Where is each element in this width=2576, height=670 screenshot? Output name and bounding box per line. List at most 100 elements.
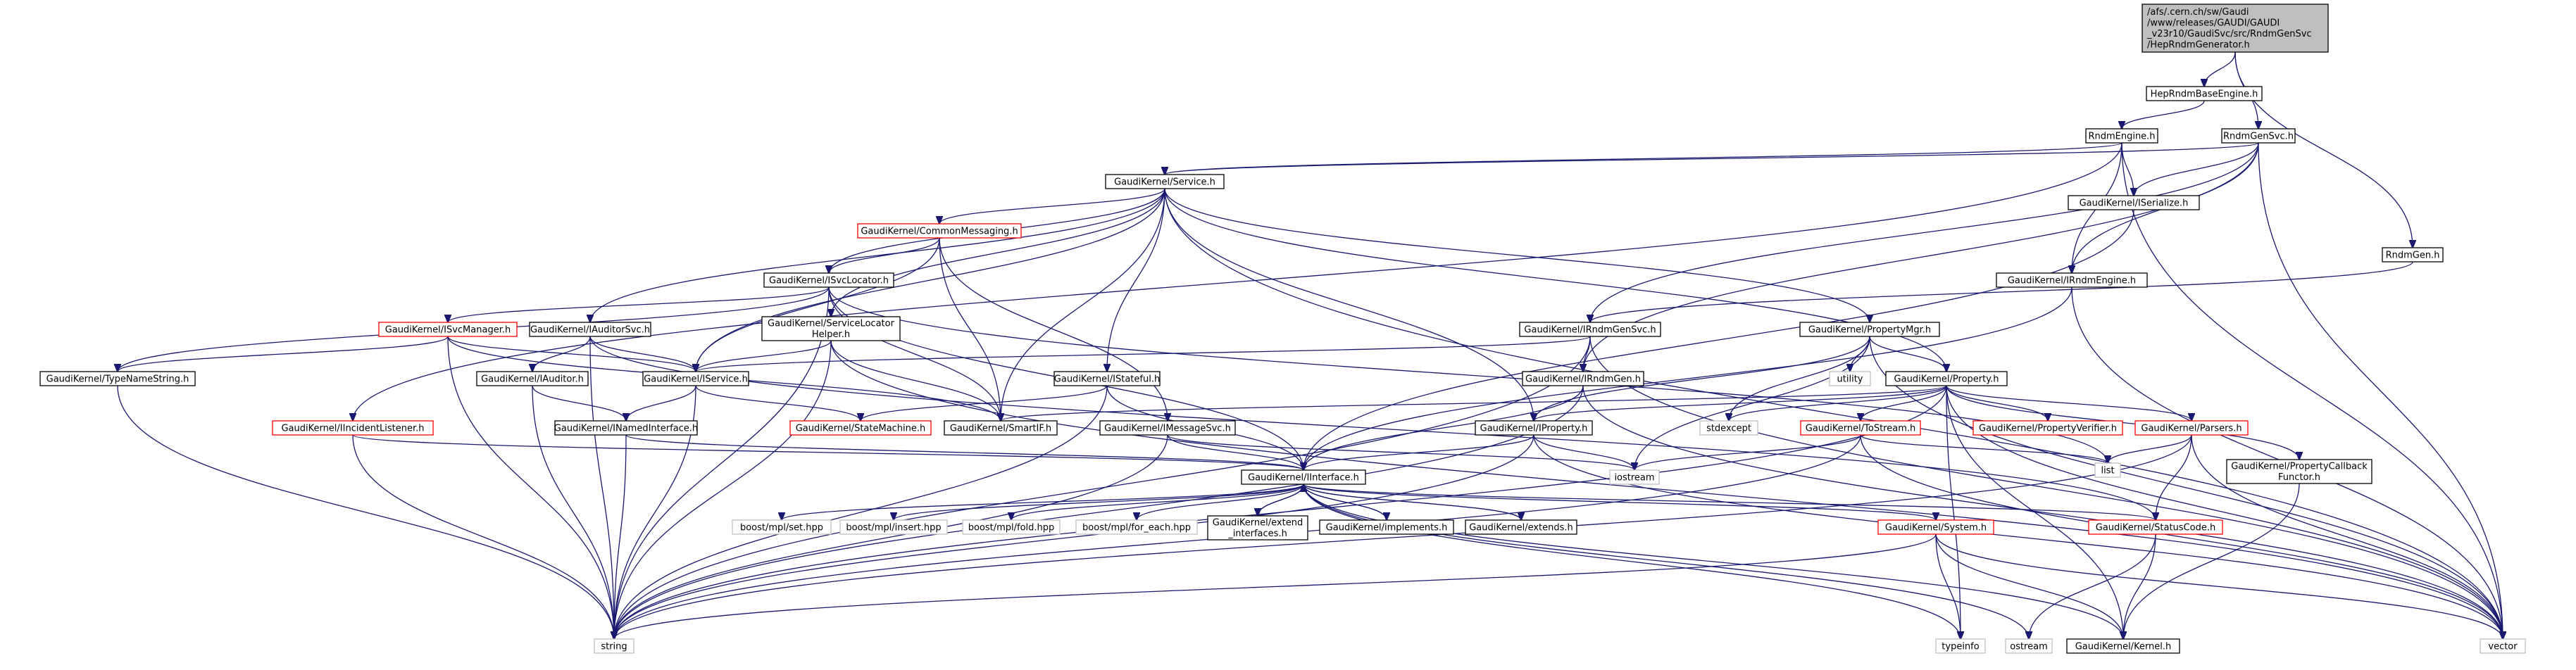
node-kernel[interactable]: GaudiKernel/Kernel.h	[2066, 638, 2180, 654]
edge-iinterface-to-status_code	[1303, 483, 2156, 520]
node-box	[476, 371, 589, 386]
node-status_code[interactable]: GaudiKernel/StatusCode.h	[2088, 519, 2223, 535]
node-iservice[interactable]: GaudiKernel/IService.h	[642, 371, 749, 386]
node-label-line: GaudiKernel/implements.h	[1326, 522, 1448, 533]
node-label-line: GaudiKernel/System.h	[1885, 522, 1987, 533]
node-box	[2221, 128, 2296, 144]
node-box	[594, 638, 634, 654]
node-isvclocator[interactable]: GaudiKernel/ISvcLocator.h	[763, 272, 894, 288]
node-label-line: GaudiKernel/IRndmEngine.h	[2008, 275, 2136, 286]
node-label-line: GaudiKernel/CommonMessaging.h	[861, 226, 1018, 236]
node-label-line: utility	[1837, 374, 1863, 384]
node-isvcmanager[interactable]: GaudiKernel/ISvcManager.h	[378, 322, 518, 337]
edge-service-to-property	[1164, 188, 1946, 372]
node-label-line: GaudiKernel/IRndmGenSvc.h	[1524, 324, 1656, 335]
node-iinterface[interactable]: GaudiKernel/IInterface.h	[1241, 469, 1366, 485]
edge-iauditorsvc-to-iauditor	[532, 336, 591, 372]
node-iostream: iostream	[1609, 469, 1660, 485]
node-string: string	[594, 638, 634, 654]
node-label-line: GaudiKernel/Property.h	[1894, 374, 1999, 384]
node-irndm_gen_svc[interactable]: GaudiKernel/IRndmGenSvc.h	[1519, 322, 1661, 337]
edge-rndm_gen_svc-to-vector	[2258, 142, 2503, 639]
node-irndm_engine[interactable]: GaudiKernel/IRndmEngine.h	[1996, 272, 2148, 288]
node-box	[1799, 322, 1940, 337]
node-utility: utility	[1829, 371, 1871, 386]
edge-property-to-smartif	[1001, 385, 1947, 421]
node-box	[2066, 638, 2180, 654]
node-property_mgr[interactable]: GaudiKernel/PropertyMgr.h	[1799, 322, 1940, 337]
node-box	[732, 519, 832, 535]
node-extends[interactable]: GaudiKernel/extends.h	[1465, 519, 1577, 535]
node-irndm_gen[interactable]: GaudiKernel/IRndmGen.h	[1522, 371, 1644, 386]
node-label-line: GaudiKernel/ISerialize.h	[2080, 198, 2189, 208]
node-boost_insert: boost/mpl/insert.hpp	[839, 519, 948, 535]
node-common_messaging[interactable]: GaudiKernel/CommonMessaging.h	[857, 223, 1022, 239]
node-service[interactable]: GaudiKernel/Service.h	[1105, 174, 1225, 189]
edge-service-to-smartif	[1001, 188, 1165, 421]
node-label-line: GaudiKernel/IStateful.h	[1054, 374, 1160, 384]
node-box	[2142, 4, 2329, 53]
edge-property-to-iproperty	[1534, 385, 1947, 421]
node-box	[1053, 371, 1161, 386]
edge-iservice-to-state_machine	[695, 385, 861, 421]
node-type_name_string[interactable]: GaudiKernel/TypeNameString.h	[39, 371, 196, 386]
node-state_machine[interactable]: GaudiKernel/StateMachine.h	[789, 420, 932, 436]
node-label-line: stdexcept	[1706, 423, 1751, 434]
edge-common_messaging-to-imessage_svc	[939, 237, 1168, 421]
edge-service-to-service_locator_helper	[831, 188, 1165, 317]
node-implements[interactable]: GaudiKernel/implements.h	[1319, 519, 1454, 535]
node-label-line: GaudiKernel/SmartIF.h	[950, 423, 1051, 434]
node-property_verifier[interactable]: GaudiKernel/PropertyVerifier.h	[1972, 420, 2123, 436]
node-box	[378, 322, 518, 337]
edge-irndm_engine-to-iinterface	[1303, 286, 2072, 470]
edge-service-to-vector	[1164, 188, 2503, 639]
edge-service-to-common_messaging	[939, 188, 1165, 224]
node-iauditorsvc[interactable]: GaudiKernel/IAuditorSvc.h	[529, 322, 651, 337]
node-iincident_listener[interactable]: GaudiKernel/IIncidentListener.h	[272, 420, 434, 436]
node-box	[1075, 519, 1198, 535]
node-label-line: RndmGen.h	[2386, 250, 2440, 260]
node-box	[1609, 469, 1660, 485]
node-hep_base[interactable]: HepRndmBaseEngine.h	[2146, 86, 2263, 101]
node-extend_interfaces[interactable]: GaudiKernel/extend_interfaces.h	[1207, 515, 1308, 541]
edge-property_mgr-to-stdexcept	[1729, 336, 1870, 421]
node-system_h[interactable]: GaudiKernel/System.h	[1877, 519, 1994, 535]
node-label-line: GaudiKernel/extends.h	[1469, 522, 1573, 533]
node-parsers[interactable]: GaudiKernel/Parsers.h	[2134, 420, 2249, 436]
node-rndm_gen[interactable]: RndmGen.h	[2382, 247, 2444, 263]
node-iproperty[interactable]: GaudiKernel/IProperty.h	[1475, 420, 1593, 436]
node-root[interactable]: /afs/.cern.ch/sw/Gaudi/www/releases/GAUD…	[2142, 4, 2329, 53]
node-istateful[interactable]: GaudiKernel/IStateful.h	[1053, 371, 1161, 386]
edge-parsers-to-vector	[2191, 434, 2503, 639]
node-label-line: GaudiKernel/IProperty.h	[1480, 423, 1588, 434]
edge-extends-to-iinterface	[1303, 484, 1522, 521]
edge-rndm_engine-to-vector	[2121, 142, 2503, 639]
node-label-line: GaudiKernel/ToStream.h	[1806, 423, 1915, 434]
node-imessage_svc[interactable]: GaudiKernel/IMessageSvc.h	[1099, 420, 1236, 436]
node-label-line: GaudiKernel/IService.h	[644, 374, 748, 384]
node-iserialize[interactable]: GaudiKernel/ISerialize.h	[2068, 195, 2200, 210]
node-label-line: GaudiKernel/Service.h	[1114, 177, 1215, 187]
node-rndm_engine[interactable]: RndmEngine.h	[2085, 128, 2158, 144]
edge-iservice-to-inamed_interface	[626, 385, 696, 421]
edge-iserialize-to-iinterface	[1303, 209, 2134, 470]
node-label-line: GaudiKernel/ISvcLocator.h	[769, 275, 889, 286]
node-box	[529, 322, 651, 337]
node-smartif[interactable]: GaudiKernel/SmartIF.h	[944, 420, 1058, 436]
node-label-line: typeinfo	[1942, 641, 1979, 652]
node-to_stream[interactable]: GaudiKernel/ToStream.h	[1800, 420, 1921, 436]
edge-type_name_string-to-string	[117, 385, 614, 639]
node-box	[962, 519, 1061, 535]
node-iauditor[interactable]: GaudiKernel/IAuditor.h	[476, 371, 589, 386]
node-rndm_gen_svc[interactable]: RndmGenSvc.h	[2221, 128, 2296, 144]
node-inamed_interface[interactable]: GaudiKernel/INamedInterface.h	[554, 420, 698, 436]
node-box	[1319, 519, 1454, 535]
node-label-line: GaudiKernel/IIncidentListener.h	[281, 423, 424, 434]
node-property[interactable]: GaudiKernel/Property.h	[1885, 371, 2008, 386]
edge-irndm_gen-to-vector	[1582, 385, 2503, 639]
edge-service-to-istateful	[1107, 188, 1165, 372]
node-box	[1519, 322, 1661, 337]
